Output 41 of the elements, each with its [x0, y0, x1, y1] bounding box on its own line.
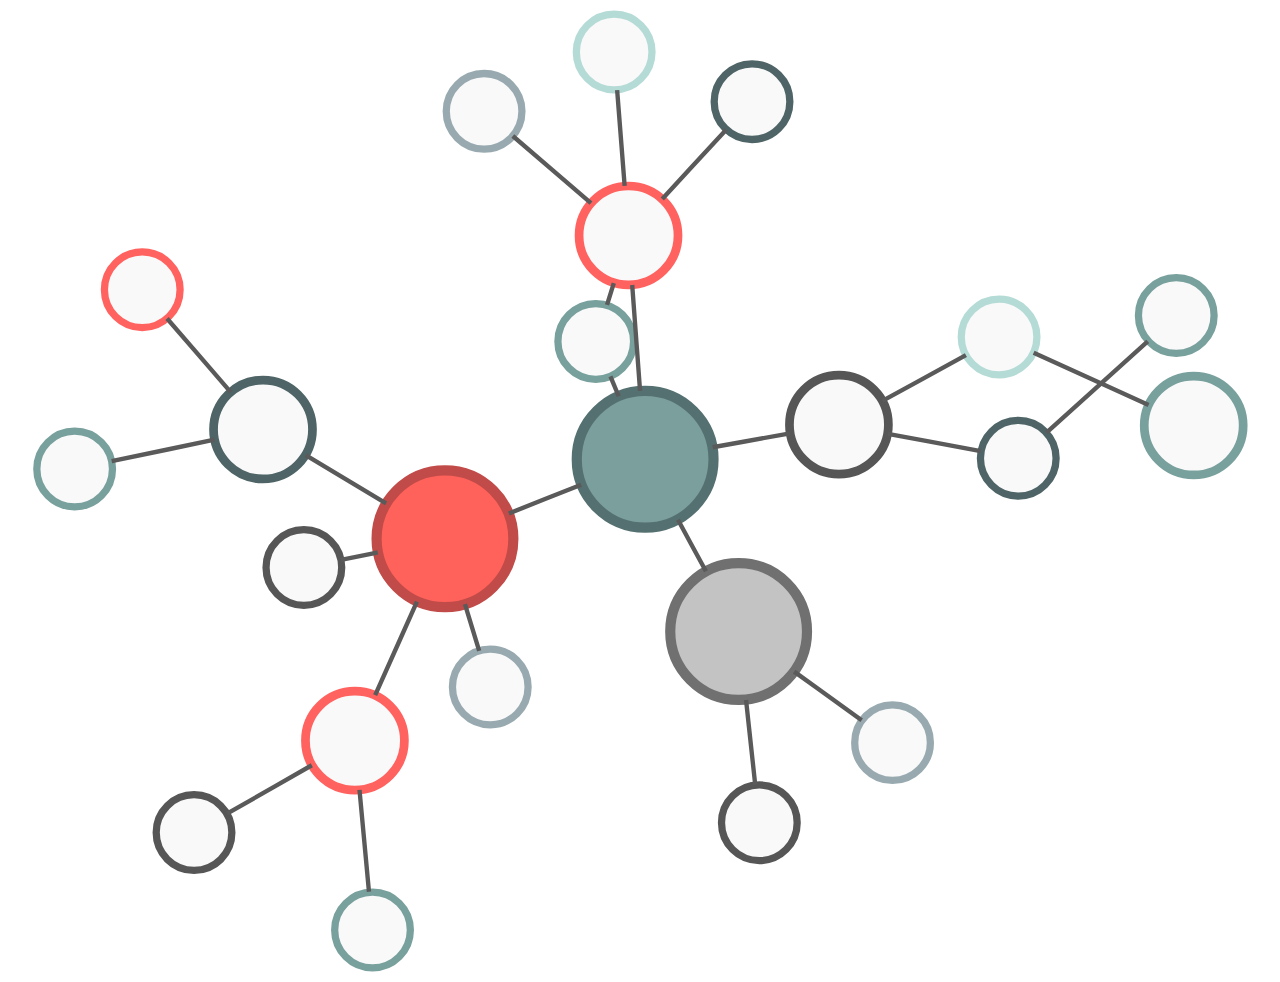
- node-circle: [371, 465, 519, 613]
- node-circle: [957, 295, 1041, 379]
- node-circle: [1139, 371, 1248, 480]
- connector: [614, 89, 627, 186]
- connector: [111, 437, 215, 464]
- node-circle: [710, 60, 794, 144]
- connector: [743, 699, 758, 785]
- connector: [304, 453, 388, 506]
- node-circle: [262, 526, 346, 609]
- connector: [676, 518, 708, 573]
- connector: [608, 375, 621, 398]
- connector: [660, 128, 728, 201]
- connector: [604, 282, 616, 306]
- connector: [630, 284, 643, 392]
- node-circle: [554, 299, 638, 383]
- connector: [462, 603, 482, 652]
- node-circle: [976, 416, 1060, 500]
- node-circle: [571, 385, 719, 533]
- connector: [508, 482, 582, 516]
- node-circle: [301, 686, 409, 795]
- connector: [1032, 350, 1150, 407]
- node-circle: [572, 10, 656, 94]
- node-circle: [100, 248, 184, 332]
- connector: [792, 669, 863, 723]
- node-circle: [785, 370, 893, 479]
- node-circle: [331, 888, 414, 972]
- node-circle: [152, 791, 236, 875]
- node-circle: [665, 558, 813, 705]
- node-circle: [574, 181, 683, 290]
- connector: [1045, 339, 1150, 435]
- node-circle: [442, 69, 526, 153]
- node-circle: [448, 645, 532, 729]
- node-circle: [1134, 274, 1218, 357]
- connector: [165, 317, 233, 394]
- node-circle: [717, 781, 801, 865]
- node-circle: [209, 375, 317, 484]
- connector: [357, 789, 372, 892]
- connector: [373, 600, 419, 697]
- connector: [511, 134, 593, 205]
- node-circle: [33, 427, 117, 511]
- node-circle: [851, 701, 934, 785]
